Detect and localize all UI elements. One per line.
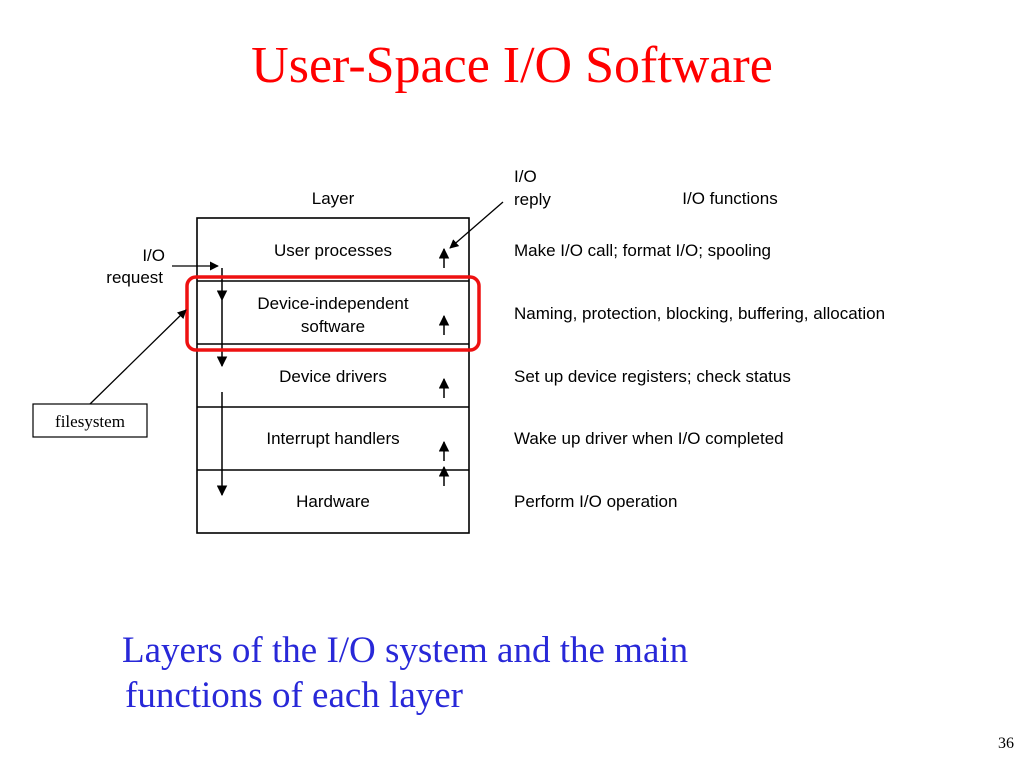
layer-name-hardware: Hardware <box>296 492 370 511</box>
filesystem-callout-label: filesystem <box>55 412 125 431</box>
function-interrupt-handlers: Wake up driver when I/O completed <box>514 429 784 448</box>
layer-name-interrupt-handlers: Interrupt handlers <box>266 429 399 448</box>
slide-caption: Layers of the I/O system and the main fu… <box>122 628 882 718</box>
function-device-independent: Naming, protection, blocking, buffering,… <box>514 304 885 323</box>
layer-name-user-processes: User processes <box>274 241 392 260</box>
io-reply-label-line1: I/O <box>514 167 537 186</box>
functions-header: I/O functions <box>682 189 777 208</box>
function-user-processes: Make I/O call; format I/O; spooling <box>514 241 771 260</box>
caption-line-2: functions of each layer <box>125 675 463 716</box>
io-reply-label-line2: reply <box>514 190 551 209</box>
caption-line-1: Layers of the I/O system and the main <box>122 630 689 671</box>
io-request-label-line1: I/O <box>142 246 165 265</box>
io-request-label-line2: request <box>106 268 163 287</box>
io-reply-arrow <box>449 201 504 249</box>
slide-title: User-Space I/O Software <box>251 37 773 94</box>
layer-stack-box <box>196 217 470 534</box>
layer-header: Layer <box>312 189 355 208</box>
page-number: 36 <box>998 735 1014 752</box>
function-hardware: Perform I/O operation <box>514 492 677 511</box>
filesystem-callout-arrow <box>89 309 187 405</box>
function-device-drivers: Set up device registers; check status <box>514 367 791 386</box>
layer-name-device-independent-line2: software <box>301 317 365 336</box>
highlight-box <box>185 275 481 352</box>
filesystem-callout-box <box>32 403 148 438</box>
layer-name-device-independent: Device-independent <box>257 294 408 313</box>
layer-name-device-drivers: Device drivers <box>279 367 387 386</box>
